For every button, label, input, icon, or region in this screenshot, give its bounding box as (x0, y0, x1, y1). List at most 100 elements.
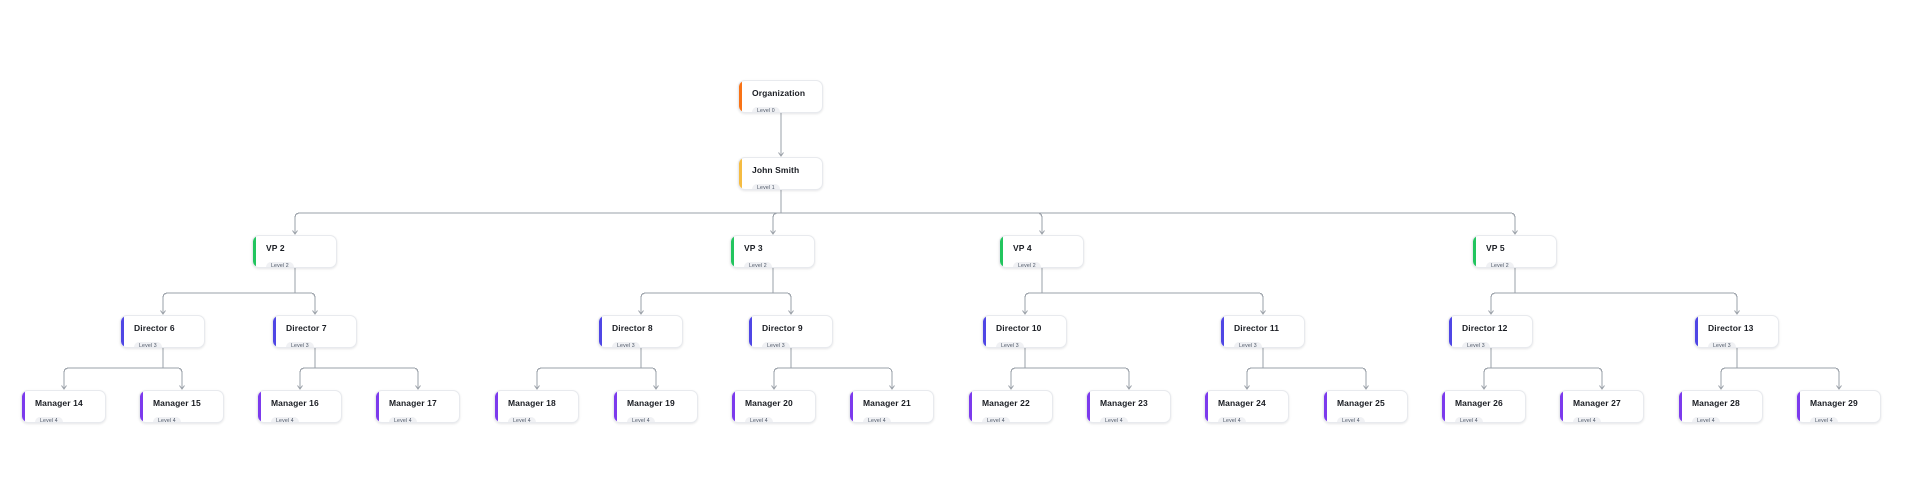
node-accent-bar (1560, 391, 1563, 422)
node-accent-bar (969, 391, 972, 422)
edge-arrowhead (1260, 310, 1266, 315)
node-level-badge: Level 3 (1234, 341, 1262, 347)
node-level-badge: Level 4 (982, 416, 1010, 422)
node-accent-bar (1087, 391, 1090, 422)
node-level-badge: Level 4 (1692, 416, 1720, 422)
edge-arrowhead (1481, 385, 1487, 390)
edge-arrowhead (771, 385, 777, 390)
node-accent-bar (739, 81, 742, 112)
org-node-manager-16[interactable]: Manager 16 Level 4 (257, 390, 342, 423)
node-level-badge: Level 4 (389, 416, 417, 422)
node-accent-bar (614, 391, 617, 422)
edge-arrowhead (1244, 385, 1250, 390)
edge-arrowhead (1718, 385, 1724, 390)
org-edge (781, 212, 1516, 234)
node-title: Director 13 (1708, 323, 1754, 333)
node-title: Director 8 (612, 323, 653, 333)
node-title: Manager 25 (1337, 398, 1385, 408)
node-accent-bar (1205, 391, 1208, 422)
node-level-badge: Level 4 (1337, 416, 1365, 422)
edge-arrowhead (778, 152, 784, 157)
node-title: Manager 15 (153, 398, 201, 408)
org-edge (295, 292, 316, 314)
node-level-badge: Level 4 (35, 416, 63, 422)
org-edge (1490, 292, 1515, 314)
org-edge (1010, 367, 1025, 389)
node-level-badge: Level 4 (863, 416, 891, 422)
edge-arrowhead (638, 310, 644, 315)
node-accent-bar (1695, 316, 1698, 347)
org-edge (1720, 367, 1737, 389)
node-title: VP 3 (744, 243, 763, 253)
edge-arrowhead (312, 310, 318, 315)
org-edge (641, 367, 657, 389)
edge-arrowhead (1363, 385, 1369, 390)
node-level-badge: Level 4 (271, 416, 299, 422)
edge-arrowhead (1599, 385, 1605, 390)
node-level-badge: Level 4 (1455, 416, 1483, 422)
node-accent-bar (1679, 391, 1682, 422)
org-edge (640, 292, 773, 314)
node-title: Organization (752, 88, 806, 98)
org-edge (773, 367, 791, 389)
node-level-badge: Level 3 (762, 341, 790, 347)
node-level-badge: Level 4 (508, 416, 536, 422)
org-edge (162, 292, 295, 314)
node-title: Manager 18 (508, 398, 556, 408)
org-node-manager-18[interactable]: Manager 18 Level 4 (494, 390, 579, 423)
node-title: Director 6 (134, 323, 175, 333)
node-accent-bar (983, 316, 986, 347)
node-accent-bar (1442, 391, 1445, 422)
org-edge (536, 367, 641, 389)
org-edge (1515, 292, 1738, 314)
node-title: Manager 29 (1810, 398, 1858, 408)
edge-arrowhead (534, 385, 540, 390)
org-node-manager-25[interactable]: Manager 25 Level 4 (1323, 390, 1408, 423)
edge-arrowhead (653, 385, 659, 390)
node-level-badge: Level 4 (1218, 416, 1246, 422)
edge-arrowhead (415, 385, 421, 390)
edge-arrowhead (179, 385, 185, 390)
edge-arrowhead (160, 310, 166, 315)
node-accent-bar (273, 316, 276, 347)
org-edge (1246, 367, 1263, 389)
edge-arrowhead (1488, 310, 1494, 315)
node-title: Manager 20 (745, 398, 793, 408)
org-edge (1491, 367, 1603, 389)
node-level-badge: Level 4 (627, 416, 655, 422)
node-accent-bar (258, 391, 261, 422)
node-level-badge: Level 3 (996, 341, 1024, 347)
node-title: Manager 16 (271, 398, 319, 408)
node-accent-bar (376, 391, 379, 422)
node-title: Director 7 (286, 323, 327, 333)
org-edge (1025, 367, 1130, 389)
edge-arrowhead (297, 385, 303, 390)
